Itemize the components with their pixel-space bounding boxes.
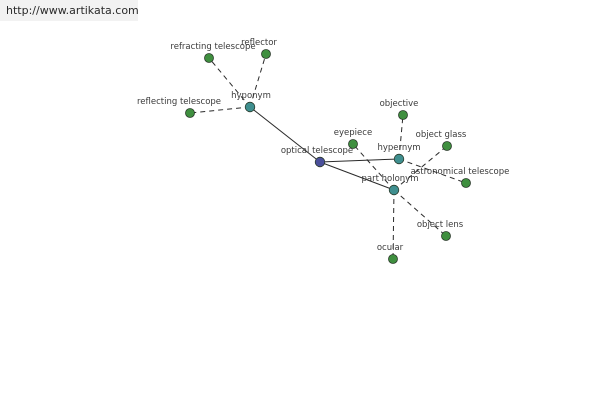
- node-refracting[interactable]: [204, 53, 214, 63]
- node-objective[interactable]: [398, 110, 408, 120]
- edge-partholonym-eyepiece: [352, 143, 395, 191]
- node-eyepiece[interactable]: [348, 139, 358, 149]
- edge-partholonym-objectglass: [393, 145, 448, 191]
- node-label-ocular[interactable]: ocular: [377, 243, 404, 253]
- node-label-objectlens[interactable]: object lens: [417, 220, 464, 230]
- nodes-layer: [185, 49, 471, 264]
- edge-optical-partholonym: [319, 161, 395, 191]
- edge-partholonym-ocular: [392, 189, 395, 260]
- node-label-reflecting[interactable]: reflecting telescope: [137, 97, 221, 107]
- edge-hypernym-astronomical: [398, 158, 467, 184]
- node-hyponym[interactable]: [244, 101, 256, 113]
- node-label-reflector[interactable]: reflector: [241, 38, 277, 48]
- node-partholonym[interactable]: [388, 184, 400, 196]
- node-label-optical[interactable]: optical telescope: [281, 146, 353, 156]
- node-label-partholonym[interactable]: part holonym: [362, 174, 419, 184]
- node-objectglass[interactable]: [442, 141, 452, 151]
- node-ocular[interactable]: [388, 254, 398, 264]
- edge-partholonym-objectlens: [393, 189, 447, 237]
- edge-hyponym-refracting: [208, 57, 251, 108]
- node-hypernym[interactable]: [393, 153, 405, 165]
- node-label-astronomical[interactable]: astronomical telescope: [411, 167, 510, 177]
- node-label-refracting[interactable]: refracting telescope: [170, 42, 255, 52]
- node-label-hypernym[interactable]: hypernym: [377, 143, 420, 153]
- url-bar: http://www.artikata.com: [0, 0, 139, 21]
- edge-hypernym-objective: [398, 114, 404, 160]
- node-objectlens[interactable]: [441, 231, 451, 241]
- edge-optical-hyponym: [249, 106, 321, 163]
- node-label-objectglass[interactable]: object glass: [416, 130, 467, 140]
- edge-hyponym-reflector: [249, 53, 267, 108]
- node-label-objective[interactable]: objective: [380, 99, 419, 109]
- node-reflecting[interactable]: [185, 108, 195, 118]
- node-optical[interactable]: [314, 156, 326, 168]
- node-astronomical[interactable]: [461, 178, 471, 188]
- node-label-eyepiece[interactable]: eyepiece: [334, 128, 372, 138]
- node-label-hyponym[interactable]: hyponym: [231, 91, 271, 101]
- node-reflector[interactable]: [261, 49, 271, 59]
- edges-layer: [189, 53, 467, 260]
- edge-hyponym-reflecting: [189, 106, 251, 114]
- edge-optical-hypernym: [319, 158, 400, 163]
- site-url-link[interactable]: http://www.artikata.com: [6, 4, 139, 17]
- labels-layer: optical telescope hyponym hypernym part hol…: [137, 38, 509, 253]
